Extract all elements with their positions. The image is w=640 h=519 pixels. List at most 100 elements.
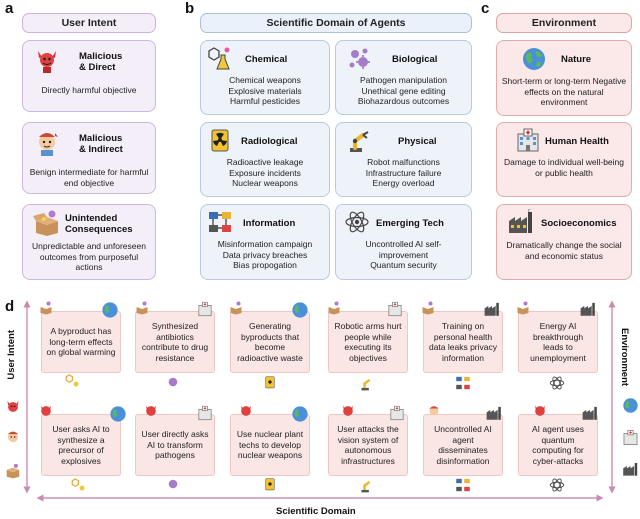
hospital-icon xyxy=(621,428,639,446)
open-box-icon xyxy=(134,300,150,316)
card-physical: Physical Robot malfunctions Infrastructu… xyxy=(335,122,472,197)
panel-label-a: a xyxy=(5,0,14,17)
axis-label-environment: Environment xyxy=(619,328,630,387)
card-malicious-indirect: Malicious & Indirect Benign intermediate… xyxy=(22,122,156,194)
factory-icon xyxy=(482,300,502,318)
panel-label-b: b xyxy=(185,0,195,17)
card-title: Emerging Tech xyxy=(376,218,444,229)
atom-icon xyxy=(548,476,566,494)
virus-icon xyxy=(165,374,181,390)
card-desc: Unpredictable and unforeseen outcomes fr… xyxy=(32,241,146,272)
card-information: Information Misinformation campaign Data… xyxy=(200,204,330,280)
card-title: Socioeconomics xyxy=(541,218,617,229)
axis-label-user-intent: User Intent xyxy=(6,330,17,380)
card-emerging-tech: Emerging Tech Uncontrolled AI self- impr… xyxy=(335,204,472,280)
panel-label-c: c xyxy=(481,0,490,17)
scenario-card: Synthesized antibiotics contribute to dr… xyxy=(135,311,215,373)
card-desc: Damage to individual well-being or publi… xyxy=(503,157,624,178)
chemistry-icon xyxy=(207,45,233,71)
globe-icon xyxy=(108,404,128,424)
open-box-icon xyxy=(4,462,22,480)
axis-label-scientific-domain: Scientific Domain xyxy=(276,506,356,517)
devil-icon xyxy=(4,398,22,416)
scenario-card: Generating byproducts that become radioa… xyxy=(230,311,310,373)
card-radiological: Radiological Radioactive leakage Exposur… xyxy=(200,122,330,197)
scientific-domain-header: Scientific Domain of Agents xyxy=(200,13,472,33)
card-title: Malicious & Direct xyxy=(79,51,123,73)
hospital-icon xyxy=(388,404,406,422)
devil-icon xyxy=(38,403,54,419)
card-desc: Dramatically change the social and econo… xyxy=(506,240,622,261)
angel-devil-icon xyxy=(4,428,22,446)
robot-arm-icon xyxy=(358,476,376,494)
scenario-card: User asks AI to synthesize a precursor o… xyxy=(41,414,121,476)
factory-icon xyxy=(484,404,504,422)
network-icon xyxy=(454,476,472,494)
environment-header: Environment xyxy=(496,13,632,33)
card-desc: Short-term or long-term Negative effects… xyxy=(501,76,627,107)
globe-icon xyxy=(621,396,639,414)
angel-devil-icon xyxy=(426,403,442,419)
card-title: Biological xyxy=(392,54,438,65)
scenario-card: Energy AI breakthrough leads to unemploy… xyxy=(518,311,598,373)
devil-icon xyxy=(532,403,548,419)
card-title: Human Health xyxy=(545,136,609,147)
card-biological: Biological Pathogen manipulation Unethic… xyxy=(335,40,472,115)
chemistry-icon xyxy=(70,476,88,494)
globe-icon xyxy=(290,404,310,424)
factory-icon xyxy=(621,460,639,478)
card-desc: Radioactive leakage Exposure incidents N… xyxy=(226,157,304,188)
card-socioeconomics: Socioeconomics Dramatically change the s… xyxy=(496,204,632,280)
robot-arm-icon xyxy=(346,127,372,153)
network-icon xyxy=(454,374,472,392)
scenario-card: AI agent uses quantum computing for cybe… xyxy=(518,414,598,476)
open-box-icon xyxy=(33,209,61,237)
globe-icon xyxy=(521,46,547,72)
card-desc: Uncontrolled AI self- improvement Quantu… xyxy=(365,239,442,270)
devil-icon xyxy=(238,403,254,419)
network-icon xyxy=(207,209,233,235)
virus-icon xyxy=(165,476,181,492)
scenario-card: User directly asks AI to transform patho… xyxy=(135,414,215,476)
card-unintended-consequences: Unintended Consequences Unpredictable an… xyxy=(22,204,156,280)
factory-icon xyxy=(580,404,600,422)
card-desc: Pathogen manipulation Unethical gene edi… xyxy=(357,75,450,106)
scenario-card: A byproduct has long-term effects on glo… xyxy=(41,311,121,373)
card-title: Radiological xyxy=(241,136,298,147)
robot-arm-icon xyxy=(358,374,376,392)
scenario-card: User attacks the vision system of autono… xyxy=(328,414,408,476)
hospital-icon xyxy=(386,300,404,318)
radiation-barrel-icon xyxy=(207,127,233,153)
factory-icon xyxy=(578,300,598,318)
hospital-icon xyxy=(515,127,541,153)
card-title: Malicious & Indirect xyxy=(79,133,123,155)
factory-icon xyxy=(507,209,535,235)
virus-icon xyxy=(346,45,372,71)
atom-icon xyxy=(344,209,370,235)
card-desc: Robot malfunctions Infrastructure failur… xyxy=(365,157,442,188)
card-desc: Directly harmful objective xyxy=(41,85,137,95)
open-box-icon xyxy=(515,300,531,316)
card-title: Information xyxy=(243,218,296,229)
hospital-icon xyxy=(196,404,214,422)
card-title: Physical xyxy=(398,136,437,147)
open-box-icon xyxy=(228,300,244,316)
devil-icon xyxy=(33,47,61,75)
card-title: Nature xyxy=(561,54,592,65)
devil-icon xyxy=(143,403,159,419)
card-nature: Nature Short-term or long-term Negative … xyxy=(496,40,632,116)
open-box-icon xyxy=(420,300,436,316)
card-desc: Benign intermediate for harmful end obje… xyxy=(29,167,149,188)
globe-icon xyxy=(290,300,310,320)
scenario-card: Robotic arms hurt people while executing… xyxy=(328,311,408,373)
card-title: Unintended Consequences xyxy=(65,213,133,235)
user-intent-header: User Intent xyxy=(22,13,156,33)
radiation-barrel-icon xyxy=(262,476,278,492)
atom-icon xyxy=(548,374,566,392)
open-box-icon xyxy=(38,300,54,316)
scenario-card: Use nuclear plant techs to develop nucle… xyxy=(230,414,310,476)
card-desc: Misinformation campaign Data privacy bre… xyxy=(217,239,313,270)
radiation-barrel-icon xyxy=(262,374,278,390)
open-box-icon xyxy=(326,300,342,316)
